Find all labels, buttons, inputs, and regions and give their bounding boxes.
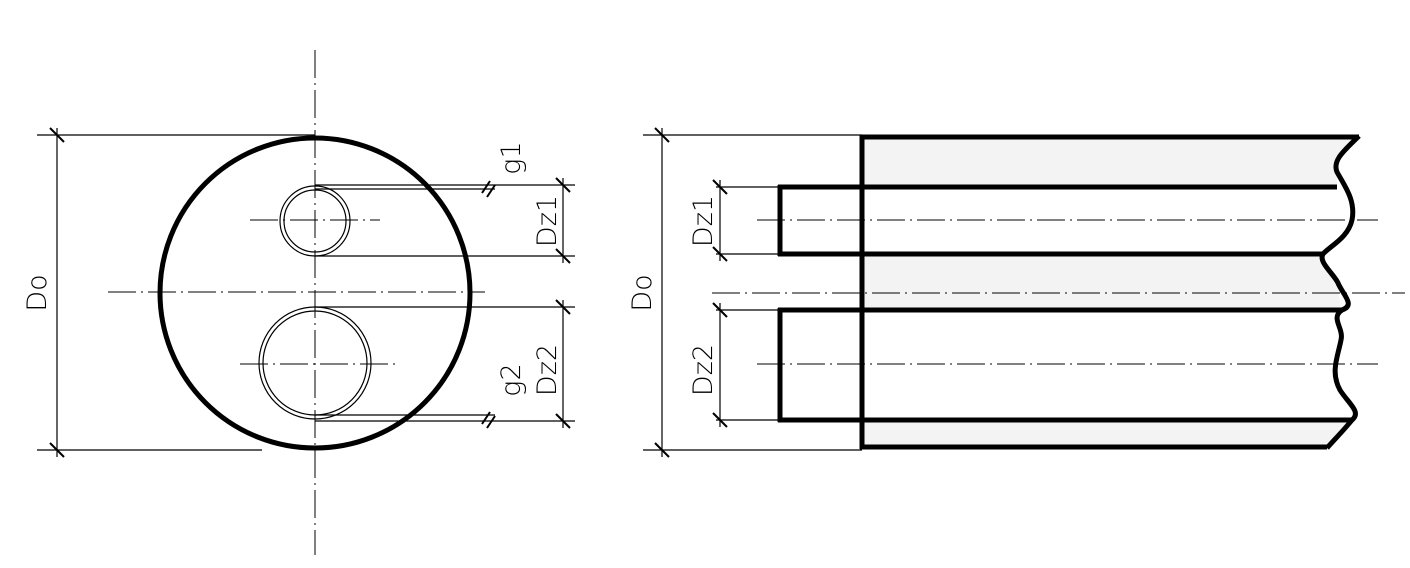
dz1-label-left: Dz1 [532,195,563,247]
g1-label: g1 [496,141,527,174]
dz2-dimension-right [712,302,780,428]
dz2-label-right: Dz2 [688,344,719,396]
insulation-band-middle [862,254,1341,310]
insulation-band-top [862,137,1357,187]
g2-label: g2 [496,363,527,396]
insulation-band-bottom [862,420,1352,447]
g1-dimension [315,180,496,198]
longitudinal-view: Do Dz1 Dz2 [627,127,1405,458]
do-dimension-right [643,127,862,458]
cross-section-view: Do Dz1 g1 Dz2 [22,50,575,555]
dz2-dimension-left [315,299,575,429]
dz1-dimension-right [712,179,780,262]
dz1-dimension-left [315,177,575,264]
dz2-label-left: Dz2 [532,344,563,396]
break-line [1319,134,1361,450]
g2-dimension [315,411,496,429]
do-dimension-left [37,127,315,458]
do-label-left: Do [22,274,53,311]
dz1-label-right: Dz1 [688,195,719,247]
do-label-right: Do [627,274,658,311]
